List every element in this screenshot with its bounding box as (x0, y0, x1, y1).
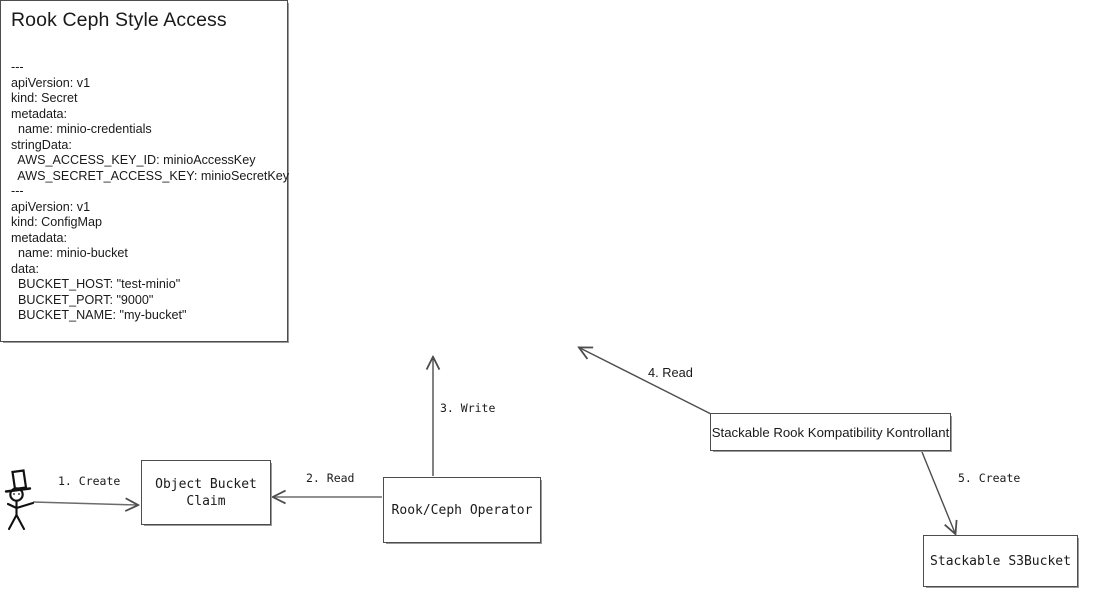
card-yaml-body: --- apiVersion: v1 kind: Secret metadata… (11, 60, 290, 322)
node-stackable-rook-kompatibility-kontrollant[interactable]: Stackable Rook Kompatibility Kontrollant (710, 413, 951, 451)
edge-label-5-create: 5. Create (958, 471, 1021, 485)
stick-figure-actor (4, 469, 35, 531)
rook-ceph-style-access-card: Rook Ceph Style Access --- apiVersion: v… (0, 0, 289, 342)
node-rook-ceph-operator-label: Rook/Ceph Operator (391, 502, 533, 518)
node-object-bucket-claim[interactable]: Object Bucket Claim (141, 460, 271, 525)
node-object-bucket-claim-label: Object Bucket Claim (155, 476, 257, 509)
card-title: Rook Ceph Style Access (11, 9, 227, 31)
edge-label-2-read: 2. Read (306, 471, 355, 485)
node-kontrollant-label: Stackable Rook Kompatibility Kontrollant (711, 424, 950, 440)
edge-label-4-read: 4. Read (648, 365, 693, 380)
edge-5-create (921, 451, 955, 533)
node-stackable-s3bucket[interactable]: Stackable S3Bucket (923, 535, 1078, 587)
edge-1-create (32, 502, 137, 505)
edge-4-read (580, 348, 712, 415)
edge-label-1-create: 1. Create (58, 474, 121, 488)
edge-label-3-write: 3. Write (440, 401, 496, 415)
node-stackable-s3bucket-label: Stackable S3Bucket (930, 553, 1071, 569)
node-rook-ceph-operator[interactable]: Rook/Ceph Operator (383, 477, 541, 543)
